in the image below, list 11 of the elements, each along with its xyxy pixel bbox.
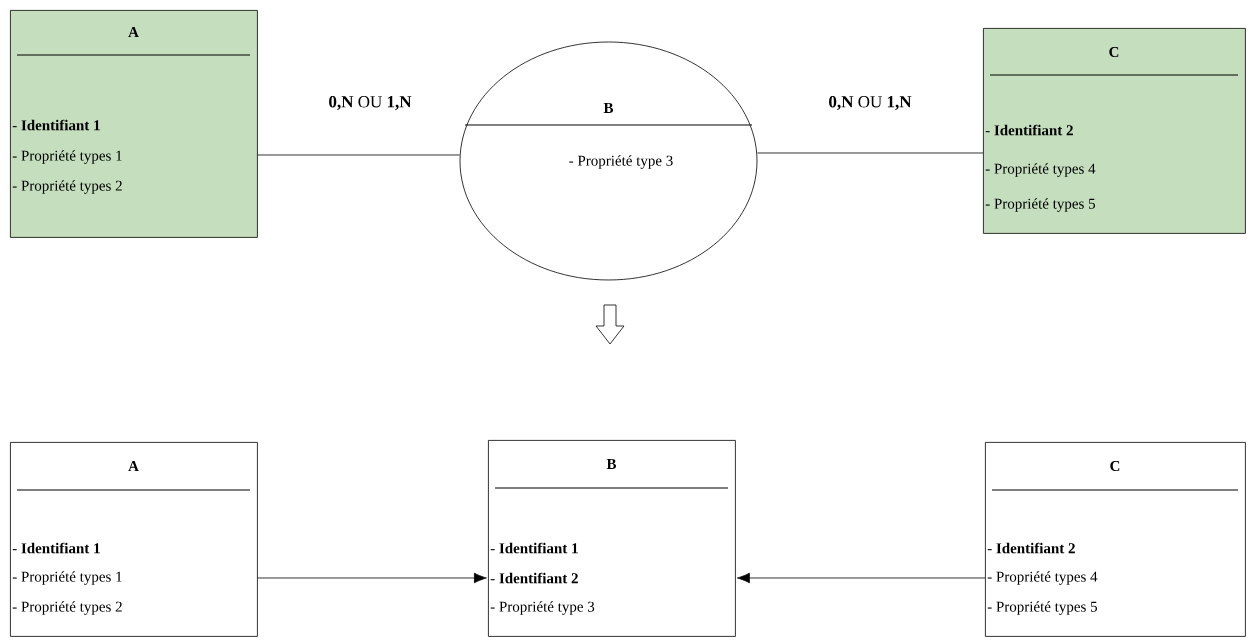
entity-box: C - Identifiant 2 - Propriété types 4 - Propriété types 5 [985,442,1246,637]
entity-box: A - Identifiant 1 - Propriété types 1 - Propriété types 2 [10,442,258,637]
cardinality-label: 0,N OU 1,N [829,96,912,110]
entity-box: A - Identifiant 1 - Propriété types 1 - Propriété types 2 [10,10,258,238]
connector [737,572,986,584]
connector [757,152,984,154]
entity-box: B - Identifiant 1 - Identifiant 2 - Propriété type 3 [488,440,736,637]
connector [257,154,460,156]
cardinality-label: 0,N OU 1,N [329,96,412,110]
entity-box: C - Identifiant 2 - Propriété types 4 - Propriété types 5 [983,28,1246,234]
connector [257,572,487,584]
